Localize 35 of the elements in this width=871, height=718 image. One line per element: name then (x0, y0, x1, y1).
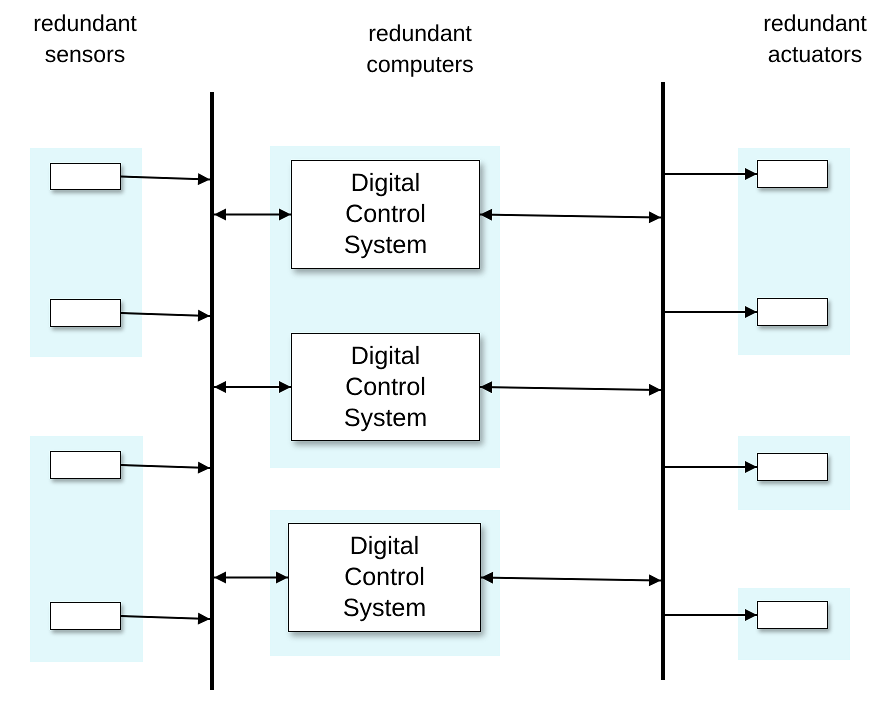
group-background (30, 436, 143, 662)
device-box (757, 453, 828, 481)
column-heading: redundant sensors (32, 9, 138, 69)
device-box (50, 602, 121, 630)
column-heading: redundant actuators (762, 9, 868, 69)
arrow (665, 168, 757, 180)
process-box: Digital Control System (288, 523, 481, 632)
device-box (50, 451, 121, 479)
arrow (665, 609, 757, 621)
column-heading: redundant computers (365, 19, 475, 79)
arrow (214, 572, 288, 584)
arrow (480, 208, 662, 224)
device-box (757, 298, 828, 326)
arrow (120, 173, 210, 186)
arrow (214, 381, 291, 393)
arrow (480, 572, 662, 586)
process-box: Digital Control System (291, 160, 480, 269)
arrow (120, 310, 210, 322)
group-background (738, 588, 850, 660)
arrow (665, 306, 757, 318)
device-box (50, 299, 121, 327)
group-background (30, 148, 142, 357)
arrow (120, 612, 210, 625)
group-background (270, 146, 500, 468)
device-box (50, 163, 121, 190)
arrow (480, 381, 662, 396)
device-box (757, 160, 828, 188)
group-background (738, 148, 850, 355)
arrow (120, 462, 210, 474)
arrow (665, 461, 757, 473)
device-box (757, 601, 828, 629)
group-background (738, 436, 850, 510)
group-background (270, 510, 500, 656)
process-box: Digital Control System (291, 333, 480, 441)
arrow (214, 208, 291, 220)
